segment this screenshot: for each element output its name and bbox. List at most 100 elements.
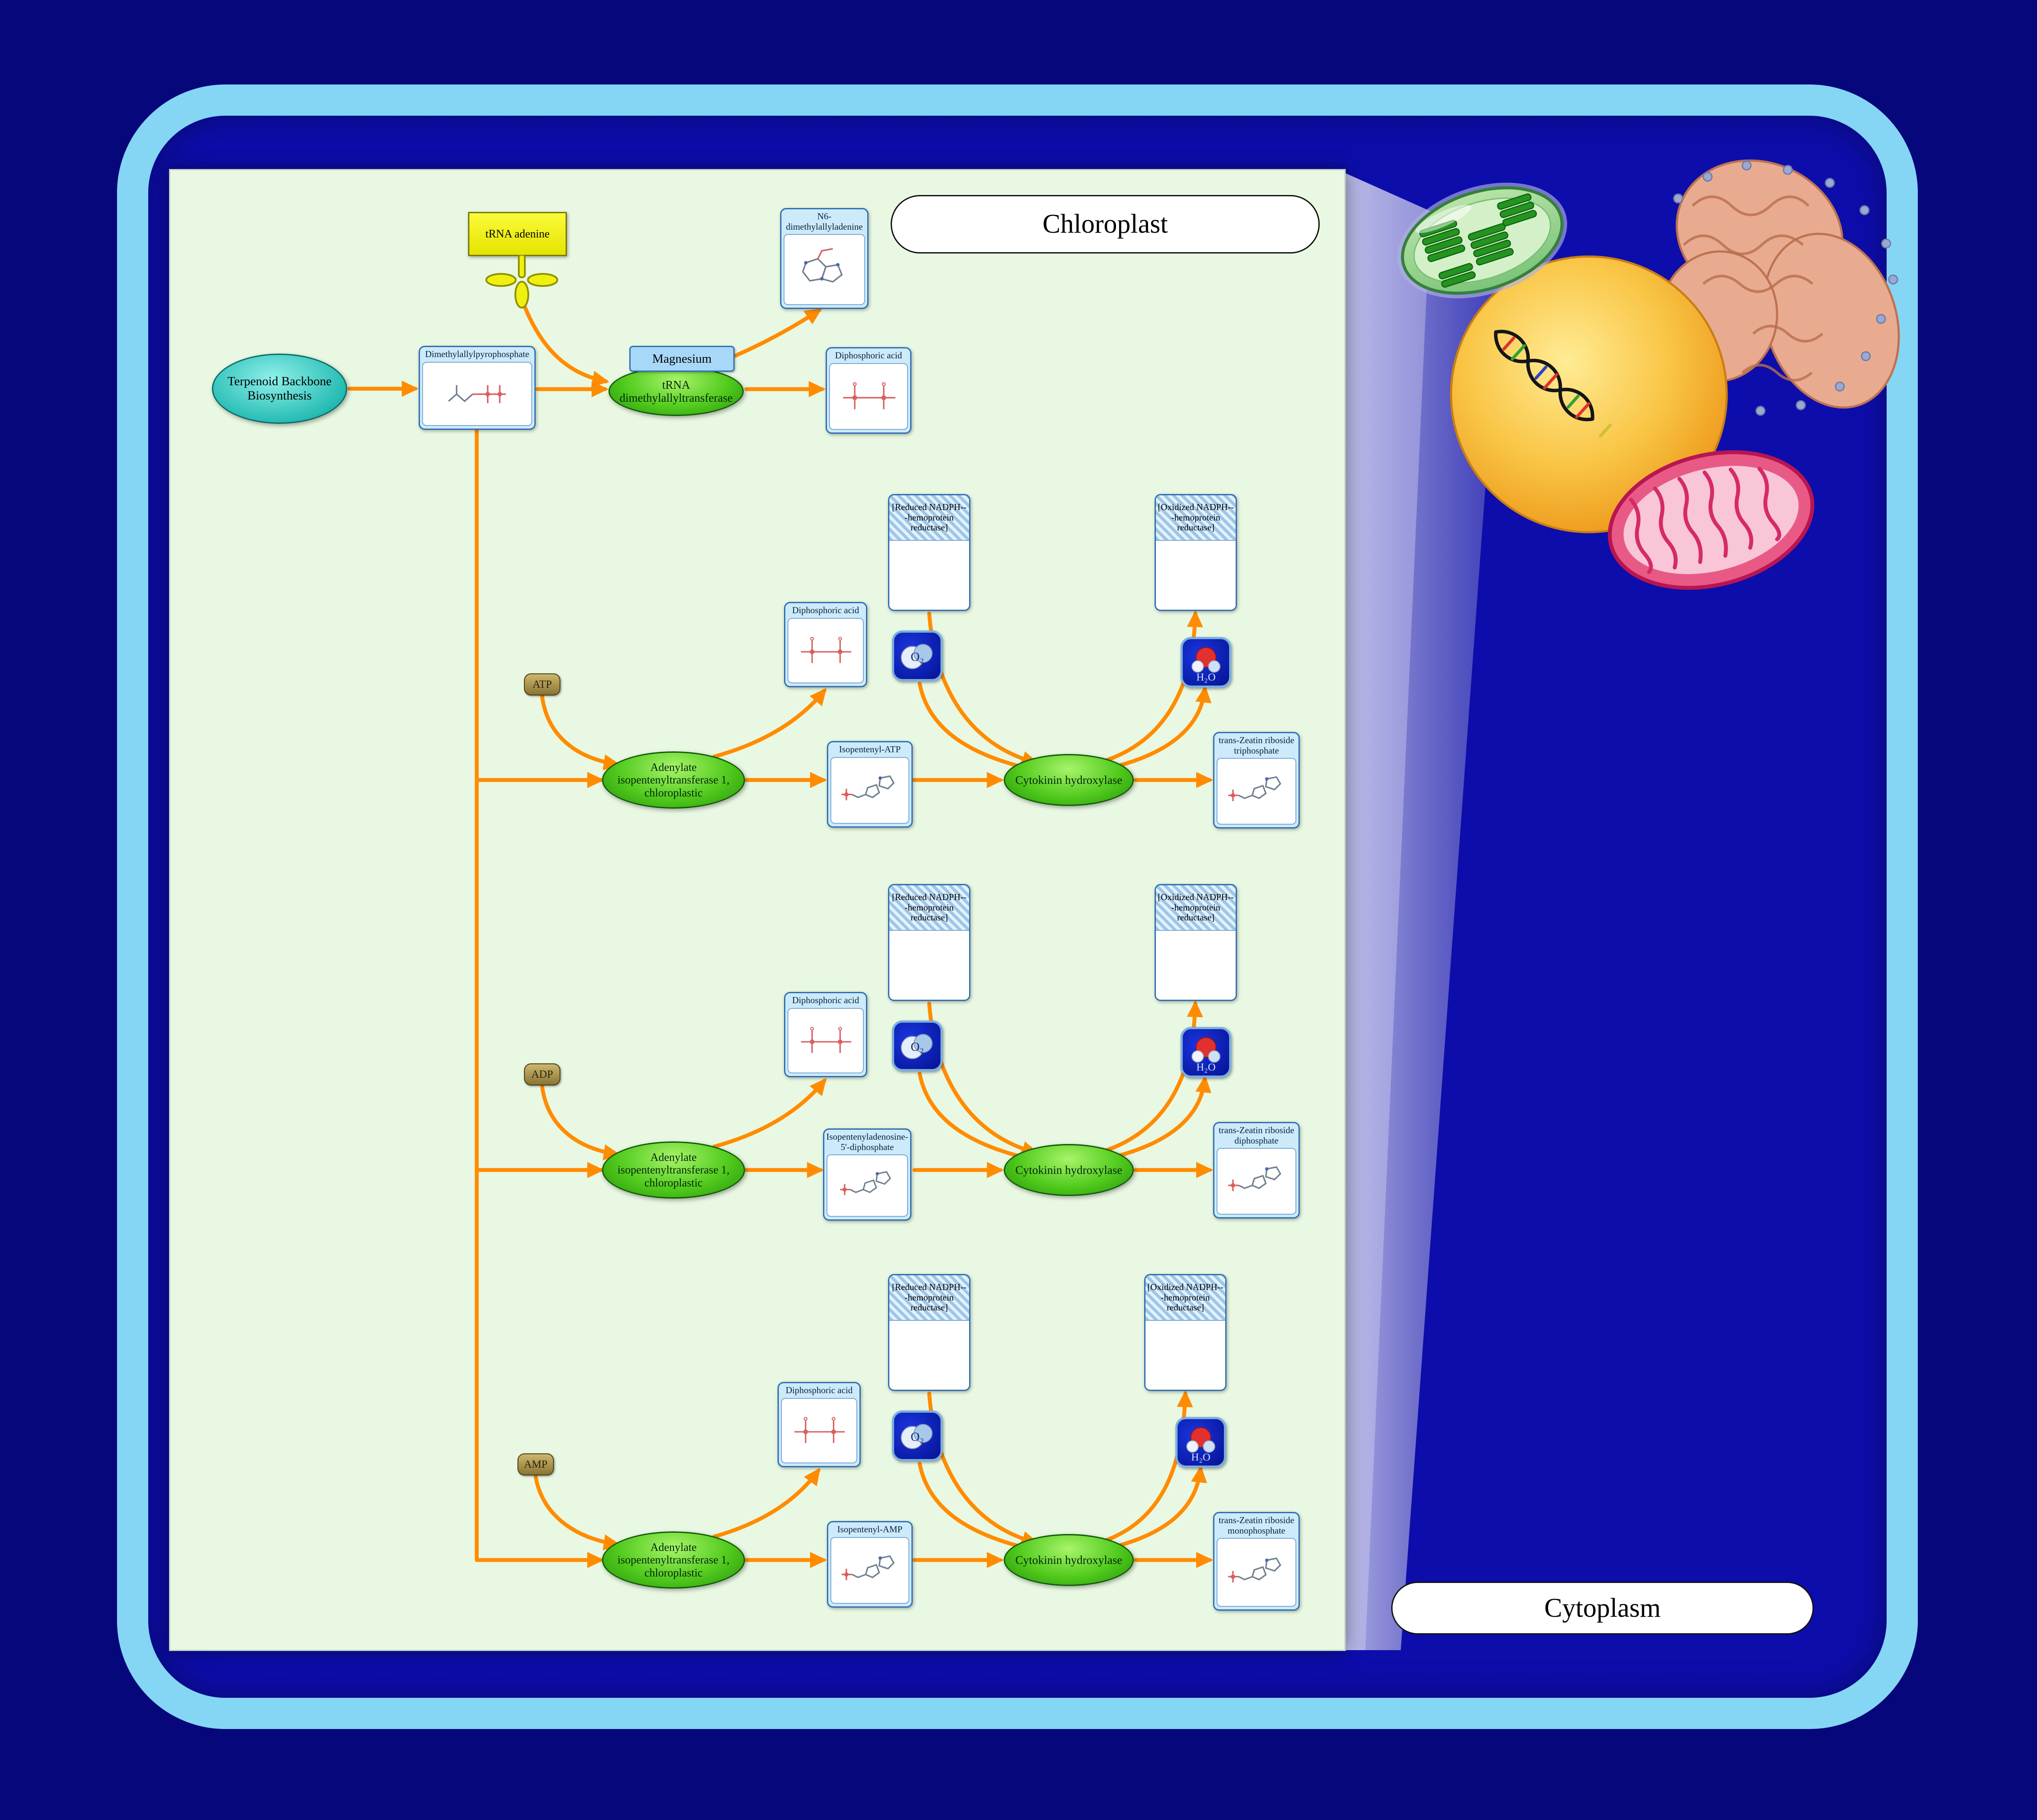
compound-isopentenyl-amp[interactable]: Isopentenyl-AMP (827, 1521, 913, 1608)
compound-diphosphoric-acid-top[interactable]: Diphosphoric acid (826, 347, 911, 434)
cell-organelles-illustration (1397, 159, 1900, 590)
enzyme-label: Adenylate isopentenyltransferase 1, chlo… (617, 1151, 730, 1189)
enzyme-trna-dimethylallyltransferase[interactable]: tRNA dimethylallyltransferase (608, 367, 744, 416)
chloroplast-label: Chloroplast (891, 195, 1320, 254)
compound-label: Isopentenyl-ATP (839, 744, 901, 754)
o2-label: O₂ (911, 1040, 924, 1053)
protein-reduced-nadph-reductase-row3[interactable]: [Reduced NADPH---hemoprotein reductase] (888, 1274, 970, 1391)
compound-dimethylallylpyrophosphate[interactable]: Dimethylallylpyrophosphate (419, 346, 536, 430)
o2-label: O₂ (911, 650, 924, 663)
chemical-structure (829, 363, 908, 430)
mitochondrion-icon (1607, 450, 1815, 590)
protein-body (889, 1321, 969, 1390)
protein-body (889, 931, 969, 1000)
compound-label: Isopentenyl-AMP (837, 1524, 903, 1534)
compound-label: Diphosphoric acid (792, 605, 859, 615)
compound-n6-dimethylallyladenine[interactable]: N6-dimethylallyladenine (780, 208, 869, 309)
enzyme-label: Cytokinin hydroxylase (1015, 1553, 1123, 1566)
cytoplasm-label: Cytoplasm (1391, 1582, 1814, 1635)
compound-label: Diphosphoric acid (785, 1385, 853, 1395)
chemical-structure (830, 757, 909, 824)
compound-trans-zeatin-riboside-monophosphate[interactable]: trans-Zeatin riboside monophosphate (1213, 1512, 1300, 1611)
enzyme-cytokinin-hydroxylase-row2[interactable]: Cytokinin hydroxylase (1004, 1144, 1134, 1196)
protein-label: [Oxidized NADPH---hemoprotein reductase] (1156, 885, 1236, 931)
enzyme-label: Cytokinin hydroxylase (1015, 773, 1123, 786)
trna-cloverleaf-icon (485, 255, 558, 309)
enzyme-adenylate-ipt-row2[interactable]: Adenylate isopentenyltransferase 1, chlo… (602, 1141, 745, 1199)
chloroplast-label-text: Chloroplast (1042, 209, 1168, 239)
magnesium-label: Magnesium (652, 351, 712, 366)
cofactor-label: AMP (524, 1458, 548, 1470)
protein-reduced-nadph-reductase-row2[interactable]: [Reduced NADPH---hemoprotein reductase] (888, 884, 970, 1001)
pathway-link-terpenoid-backbone[interactable]: Terpenoid Backbone Biosynthesis (212, 354, 347, 424)
chemical-structure (787, 618, 864, 683)
enzyme-adenylate-ipt-row1[interactable]: Adenylate isopentenyltransferase 1, chlo… (602, 751, 745, 809)
compound-diphosphoric-acid-row3[interactable]: Diphosphoric acid (778, 1382, 861, 1467)
compound-diphosphoric-acid-row1[interactable]: Diphosphoric acid (784, 602, 867, 687)
protein-reduced-nadph-reductase-row1[interactable]: [Reduced NADPH---hemoprotein reductase] (888, 494, 970, 611)
compound-isopentenyl-atp[interactable]: Isopentenyl-ATP (827, 741, 913, 828)
nucleus-icon (1450, 255, 1728, 533)
enzyme-cytokinin-hydroxylase-row3[interactable]: Cytokinin hydroxylase (1004, 1534, 1134, 1586)
h2o-label: H₂O (1191, 1451, 1210, 1463)
protein-oxidized-nadph-reductase-row2[interactable]: [Oxidized NADPH---hemoprotein reductase] (1155, 884, 1237, 1001)
compound-isopentenyladenosine-5-diphosphate[interactable]: Isopentenyladenosine-5'-diphosphate (823, 1128, 911, 1221)
compound-label: Isopentenyladenosine-5'-diphosphate (826, 1131, 908, 1152)
enzyme-label: Adenylate isopentenyltransferase 1, chlo… (617, 761, 730, 799)
protein-label: [Reduced NADPH---hemoprotein reductase] (889, 885, 969, 931)
chemical-structure (1217, 1148, 1296, 1215)
protein-body (889, 541, 969, 610)
chemical-structure (1217, 1538, 1296, 1607)
protein-label: [Oxidized NADPH---hemoprotein reductase] (1145, 1275, 1225, 1321)
protein-oxidized-nadph-reductase-row1[interactable]: [Oxidized NADPH---hemoprotein reductase] (1155, 494, 1237, 611)
chemical-structure (422, 361, 532, 426)
enzyme-adenylate-ipt-row3[interactable]: Adenylate isopentenyltransferase 1, chlo… (602, 1531, 745, 1589)
cofactor-pill-adp[interactable]: ADP (524, 1063, 560, 1086)
enzyme-label: tRNA dimethylallyltransferase (619, 378, 733, 404)
compound-label: N6-dimethylallyladenine (786, 211, 863, 232)
o2-icon-row3[interactable]: O₂ (892, 1410, 943, 1461)
chemical-structure (830, 1537, 909, 1604)
o2-icon-row2[interactable]: O₂ (892, 1020, 943, 1071)
protein-body (1156, 541, 1236, 610)
cytoplasm-label-text: Cytoplasm (1544, 1593, 1661, 1623)
protein-body (1156, 931, 1236, 1000)
trna-adenine-node[interactable]: tRNA adenine (468, 212, 567, 256)
compound-label: Diphosphoric acid (835, 350, 902, 361)
chemical-structure (827, 1154, 908, 1217)
enzyme-label: Cytokinin hydroxylase (1015, 1163, 1123, 1176)
h2o-label: H₂O (1196, 671, 1215, 683)
chloroplast-icon (1397, 182, 1567, 299)
compound-label: trans-Zeatin riboside monophosphate (1218, 1515, 1295, 1536)
compound-trans-zeatin-riboside-diphosphate[interactable]: trans-Zeatin riboside diphosphate (1213, 1122, 1300, 1219)
h2o-icon-row2[interactable]: H₂O (1181, 1027, 1231, 1078)
compound-label: Dimethylallylpyrophosphate (425, 349, 530, 359)
compound-label: trans-Zeatin riboside triphosphate (1218, 735, 1295, 756)
cofactor-pill-atp[interactable]: ATP (524, 673, 560, 696)
protein-oxidized-nadph-reductase-row3[interactable]: [Oxidized NADPH---hemoprotein reductase] (1144, 1274, 1227, 1391)
protein-body (1145, 1321, 1225, 1390)
chemical-structure (784, 234, 865, 306)
enzyme-label: Adenylate isopentenyltransferase 1, chlo… (617, 1541, 730, 1579)
h2o-icon-row3[interactable]: H₂O (1175, 1417, 1226, 1468)
protein-label: [Reduced NADPH---hemoprotein reductase] (889, 495, 969, 541)
magnesium-node[interactable]: Magnesium (629, 346, 735, 372)
protein-label: [Oxidized NADPH---hemoprotein reductase] (1156, 495, 1236, 541)
cofactor-label: ADP (531, 1068, 553, 1080)
chemical-structure (781, 1398, 857, 1463)
cofactor-label: ATP (532, 678, 552, 690)
compound-label: trans-Zeatin riboside diphosphate (1218, 1125, 1295, 1146)
h2o-icon-row1[interactable]: H₂O (1181, 637, 1231, 688)
cofactor-pill-amp[interactable]: AMP (517, 1453, 554, 1476)
enzyme-cytokinin-hydroxylase-row1[interactable]: Cytokinin hydroxylase (1004, 754, 1134, 806)
o2-label: O₂ (911, 1430, 924, 1443)
compound-label: Diphosphoric acid (792, 995, 859, 1005)
compound-diphosphoric-acid-row2[interactable]: Diphosphoric acid (784, 992, 867, 1077)
compound-trans-zeatin-riboside-triphosphate[interactable]: trans-Zeatin riboside triphosphate (1213, 732, 1300, 829)
chemical-structure (787, 1008, 864, 1073)
o2-icon-row1[interactable]: O₂ (892, 630, 943, 681)
h2o-label: H₂O (1196, 1061, 1215, 1073)
chemical-structure (1217, 758, 1296, 825)
